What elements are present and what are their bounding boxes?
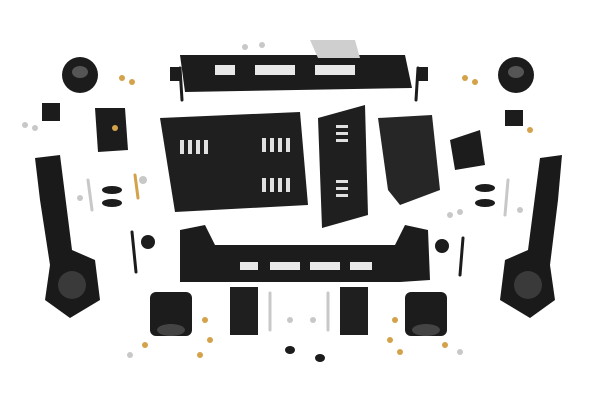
skid-plate-small <box>378 115 440 205</box>
steering-knuckle-right <box>500 155 562 318</box>
bracket-small-left <box>42 103 60 121</box>
skid-plate-side <box>318 105 368 228</box>
steering-knuckle-left <box>35 155 100 318</box>
skid-plate-large <box>160 112 308 212</box>
hardware <box>22 42 533 362</box>
spacer-right <box>405 292 447 336</box>
rear-crossmember <box>180 55 412 92</box>
front-crossmember <box>180 225 430 282</box>
block-right <box>340 287 368 335</box>
bracket-small-right <box>505 110 523 126</box>
block-left <box>230 287 258 335</box>
bracket-left <box>95 108 128 152</box>
bracket <box>310 40 360 58</box>
spacer-left <box>150 292 192 336</box>
strut-spacer-right <box>498 57 534 93</box>
bracket-right <box>450 130 485 170</box>
strut-spacer-left <box>62 57 98 93</box>
